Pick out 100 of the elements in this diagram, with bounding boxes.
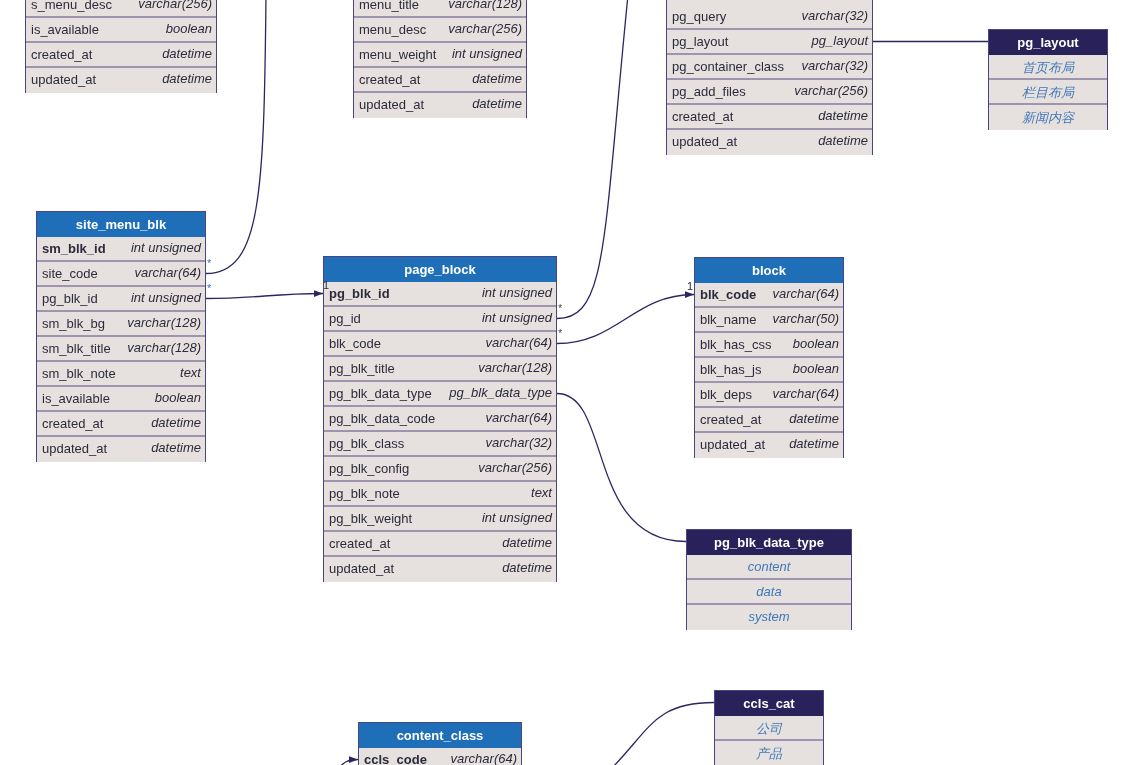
table-row <box>26 0 216 18</box>
table-header: pg_blk_data_type <box>687 530 851 555</box>
column-name: is_available <box>31 22 99 37</box>
enum-value: 栏目布局 <box>1022 84 1074 102</box>
table-box <box>25 0 217 93</box>
column-type: varchar(64) <box>134 265 201 280</box>
column-name: is_available <box>42 391 110 406</box>
column-name: pg_blk_config <box>329 461 410 476</box>
column-name: ccls_code <box>364 752 427 765</box>
column-type: varchar(256) <box>448 21 522 36</box>
column-name: blk_has_css <box>700 337 772 352</box>
cardinality-mark: * <box>207 258 212 269</box>
column-name: pg_id <box>329 311 361 326</box>
column-type: varchar(64) <box>450 751 517 765</box>
column-type: boolean <box>154 390 201 405</box>
column-type: varchar(64) <box>485 335 552 350</box>
cardinality-mark: * <box>558 328 563 339</box>
column-name: created_at <box>31 47 93 62</box>
table-header: site_menu_blk <box>37 212 205 237</box>
enum-value: content <box>747 559 791 574</box>
column-type: datetime <box>472 96 522 111</box>
column-name: pg_layout <box>672 34 729 49</box>
column-name: blk_name <box>700 312 757 327</box>
column-type: int unsigned <box>481 510 552 525</box>
column-type: pg_layout <box>811 33 868 48</box>
column-type: int unsigned <box>451 46 522 61</box>
column-name: pg_blk_weight <box>329 511 413 526</box>
column-name: blk_code <box>700 287 757 302</box>
column-name: created_at <box>42 416 104 431</box>
column-type: datetime <box>818 133 868 148</box>
arrow <box>205 290 324 300</box>
column-type: int unsigned <box>481 310 552 325</box>
cardinality-mark: * <box>558 303 563 314</box>
column-name: sm_blk_note <box>42 366 116 381</box>
column-type: text <box>180 365 201 380</box>
column-name: pg_query <box>672 9 727 24</box>
column-type: varchar(128) <box>127 340 201 355</box>
enum-value: 产品 <box>756 745 782 763</box>
column-type: datetime <box>789 411 839 426</box>
cardinality-mark: 1 <box>323 280 330 291</box>
column-type: varchar(128) <box>478 360 552 375</box>
column-name: created_at <box>700 412 762 427</box>
column-name: blk_has_js <box>700 362 762 377</box>
column-type: datetime <box>162 71 212 86</box>
column-name: menu_title <box>359 0 419 12</box>
relationship-line <box>556 392 687 543</box>
column-name: sm_blk_title <box>42 341 111 356</box>
relationship-line <box>556 0 629 320</box>
table-header: page_block <box>324 257 556 282</box>
table-box <box>686 529 852 630</box>
column-name: created_at <box>672 109 734 124</box>
enum-value: 公司 <box>756 720 782 738</box>
column-name: updated_at <box>359 97 425 112</box>
column-name: pg_blk_id <box>42 291 98 306</box>
column-name: updated_at <box>329 561 395 576</box>
table-header: content_class <box>359 723 521 748</box>
column-type: varchar(32) <box>801 58 868 73</box>
table-header: block <box>695 258 843 283</box>
column-name: blk_code <box>329 336 382 351</box>
column-type: boolean <box>165 21 212 36</box>
column-name: pg_container_class <box>672 59 785 74</box>
column-name: created_at <box>359 72 421 87</box>
column-type: datetime <box>162 46 212 61</box>
column-type: datetime <box>789 436 839 451</box>
table-box <box>353 0 527 118</box>
column-type: int unsigned <box>130 240 201 255</box>
column-name: pg_blk_data_code <box>329 411 436 426</box>
column-type: varchar(32) <box>801 8 868 23</box>
column-type: datetime <box>818 108 868 123</box>
column-name: pg_blk_data_type <box>329 386 432 401</box>
relationship-line <box>205 0 267 275</box>
column-type: datetime <box>151 440 201 455</box>
column-name: updated_at <box>672 134 738 149</box>
column-type: pg_blk_data_type <box>449 385 552 400</box>
column-name: site_code <box>42 266 98 281</box>
column-name: blk_deps <box>700 387 753 402</box>
enum-value: system <box>748 609 790 624</box>
column-name: created_at <box>329 536 391 551</box>
column-name: pg_blk_id <box>329 286 390 301</box>
table-box <box>666 0 873 155</box>
column-type: datetime <box>151 415 201 430</box>
column-type: varchar(64) <box>772 286 839 301</box>
enum-value: data <box>756 584 782 599</box>
table-box <box>694 257 844 458</box>
column-name: sm_blk_id <box>42 241 106 256</box>
enum-value: 首页布局 <box>1022 59 1074 77</box>
table-box <box>323 256 557 582</box>
table-header: pg_layout <box>989 30 1107 55</box>
column-name: s_menu_desc <box>31 0 112 12</box>
cardinality-mark: 1 <box>687 281 694 292</box>
column-type: datetime <box>502 535 552 550</box>
table-box <box>358 722 522 765</box>
relationship-line <box>872 40 989 43</box>
column-type: varchar(64) <box>485 410 552 425</box>
column-type: int unsigned <box>481 285 552 300</box>
column-name: pg_add_files <box>672 84 746 99</box>
enum-value: 新闻内容 <box>1022 109 1074 127</box>
table-box <box>988 29 1108 130</box>
column-name: sm_blk_bg <box>42 316 105 331</box>
column-type: datetime <box>502 560 552 575</box>
